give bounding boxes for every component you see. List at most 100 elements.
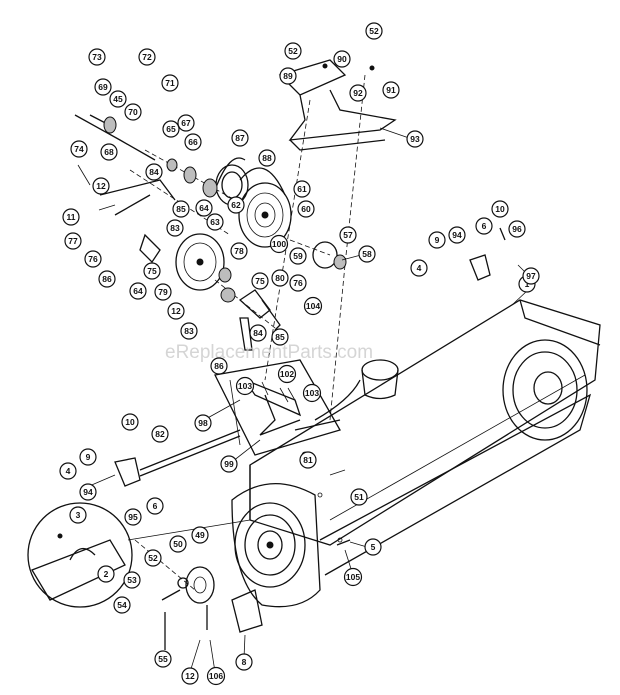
svg-text:95: 95	[128, 512, 138, 522]
svg-text:50: 50	[173, 539, 183, 549]
callout-95: 95	[124, 508, 142, 526]
callout-2: 2	[97, 565, 115, 583]
callout-92: 92	[349, 84, 367, 102]
svg-text:85: 85	[275, 332, 285, 342]
callout-69: 69	[94, 78, 112, 96]
svg-text:45: 45	[113, 94, 123, 104]
callout-98: 98	[194, 414, 212, 432]
callout-52: 52	[144, 549, 162, 567]
svg-text:53: 53	[127, 575, 137, 585]
callout-87: 87	[231, 129, 249, 147]
svg-text:94: 94	[452, 230, 462, 240]
auger-housing	[214, 299, 601, 608]
svg-text:75: 75	[147, 266, 157, 276]
callout-64: 64	[195, 199, 213, 217]
callout-105: 105	[343, 567, 363, 587]
svg-text:12: 12	[185, 671, 195, 681]
callout-94: 94	[448, 226, 466, 244]
callout-76: 76	[84, 250, 102, 268]
callout-52: 52	[365, 22, 383, 40]
callout-78: 78	[230, 242, 248, 260]
callout-58: 58	[358, 245, 376, 263]
callout-88: 88	[258, 149, 276, 167]
callout-81: 81	[299, 451, 317, 469]
svg-text:4: 4	[417, 263, 422, 273]
svg-text:83: 83	[170, 223, 180, 233]
svg-text:49: 49	[195, 530, 205, 540]
lower-parts	[161, 539, 351, 650]
svg-text:78: 78	[234, 246, 244, 256]
svg-text:60: 60	[301, 204, 311, 214]
svg-text:88: 88	[262, 153, 272, 163]
callout-51: 51	[350, 488, 368, 506]
svg-text:87: 87	[235, 133, 245, 143]
svg-text:64: 64	[133, 286, 143, 296]
svg-text:10: 10	[125, 417, 135, 427]
svg-text:91: 91	[386, 85, 396, 95]
callout-104: 104	[303, 296, 323, 316]
callout-72: 72	[138, 48, 156, 66]
svg-text:86: 86	[102, 274, 112, 284]
svg-text:103: 103	[238, 381, 252, 391]
callout-63: 63	[206, 213, 224, 231]
svg-text:79: 79	[158, 287, 168, 297]
callout-3: 3	[69, 506, 87, 524]
svg-text:80: 80	[275, 273, 285, 283]
callout-53: 53	[123, 571, 141, 589]
svg-text:73: 73	[92, 52, 102, 62]
callout-10: 10	[491, 200, 509, 218]
svg-text:9: 9	[435, 235, 440, 245]
leader-lines	[77, 127, 531, 673]
svg-text:66: 66	[188, 137, 198, 147]
callout-65: 65	[162, 120, 180, 138]
callout-85: 85	[271, 328, 289, 346]
callout-76: 76	[289, 274, 307, 292]
svg-text:8: 8	[242, 657, 247, 667]
callout-64: 64	[129, 282, 147, 300]
svg-text:64: 64	[199, 203, 209, 213]
svg-text:97: 97	[526, 271, 536, 281]
svg-text:74: 74	[74, 144, 84, 154]
svg-text:2: 2	[104, 569, 109, 579]
callout-54: 54	[113, 596, 131, 614]
callout-45: 45	[109, 90, 127, 108]
svg-text:86: 86	[214, 361, 224, 371]
callout-60: 60	[297, 200, 315, 218]
callout-99: 99	[220, 455, 238, 473]
svg-text:9: 9	[86, 452, 91, 462]
svg-text:75: 75	[255, 276, 265, 286]
svg-text:69: 69	[98, 82, 108, 92]
callout-91: 91	[382, 81, 400, 99]
svg-text:89: 89	[283, 71, 293, 81]
callout-50: 50	[169, 535, 187, 553]
svg-text:57: 57	[343, 230, 353, 240]
callout-83: 83	[166, 219, 184, 237]
svg-text:1: 1	[525, 279, 530, 289]
svg-text:52: 52	[369, 26, 379, 36]
svg-text:102: 102	[280, 369, 294, 379]
callout-94: 94	[79, 483, 97, 501]
svg-text:77: 77	[68, 236, 78, 246]
svg-text:62: 62	[231, 200, 241, 210]
svg-text:51: 51	[354, 492, 364, 502]
callout-82: 82	[151, 425, 169, 443]
svg-text:61: 61	[297, 184, 307, 194]
callout-61: 61	[293, 180, 311, 198]
callout-12: 12	[181, 667, 199, 685]
svg-text:81: 81	[303, 455, 313, 465]
svg-text:3: 3	[76, 510, 81, 520]
svg-text:52: 52	[288, 46, 298, 56]
svg-text:59: 59	[293, 251, 303, 261]
callout-90: 90	[333, 50, 351, 68]
callout-93: 93	[406, 130, 424, 148]
svg-text:94: 94	[83, 487, 93, 497]
callout-6: 6	[475, 217, 493, 235]
svg-text:90: 90	[337, 54, 347, 64]
svg-text:72: 72	[142, 52, 152, 62]
svg-text:76: 76	[293, 278, 303, 288]
callout-9: 9	[428, 231, 446, 249]
callout-68: 68	[100, 143, 118, 161]
svg-text:55: 55	[158, 654, 168, 664]
svg-text:65: 65	[166, 124, 176, 134]
svg-text:84: 84	[253, 328, 263, 338]
